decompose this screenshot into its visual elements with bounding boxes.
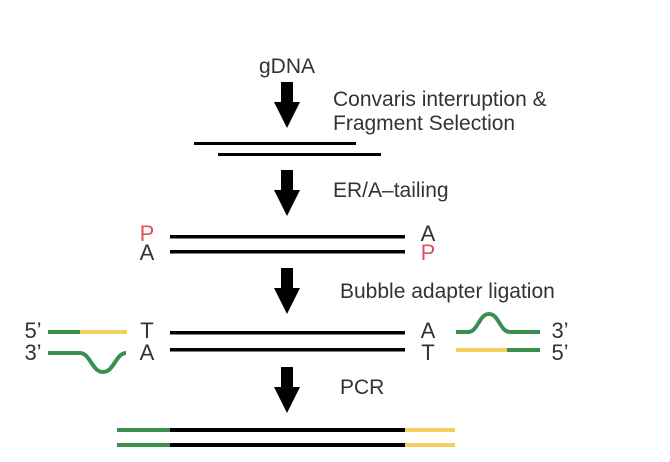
left-adapter-5prime-label: 5’ xyxy=(24,318,41,343)
phosphate-right-label: P xyxy=(421,240,436,265)
a-overhang-left-label: A xyxy=(140,240,155,265)
insert-top-strand xyxy=(170,331,405,335)
left-adapter-3prime-label: 3’ xyxy=(24,340,41,365)
ligation-left-a-base: A xyxy=(140,340,155,365)
ligation-right-t-base: T xyxy=(421,340,434,365)
gdna-label: gDNA xyxy=(259,55,315,78)
step-pcr-label: PCR xyxy=(340,376,384,399)
down-arrow-icon xyxy=(274,268,300,314)
step-fragmentation-label-line2: Fragment Selection xyxy=(333,112,515,135)
right-bubble-adapter xyxy=(456,311,540,352)
down-arrow-icon xyxy=(274,170,300,216)
dna-fragment-bottom-strand xyxy=(218,153,381,156)
step-fragmentation-label-line1: Convaris interruption & xyxy=(333,88,547,111)
step-atailing-label: ER/A–tailing xyxy=(333,179,449,202)
left-bubble-adapter xyxy=(48,330,127,375)
ligation-right-a-base: A xyxy=(421,318,436,343)
step-ligation-label: Bubble adapter ligation xyxy=(340,280,555,303)
right-adapter-5prime-label: 5’ xyxy=(551,340,568,365)
a-overhang-right-label: A xyxy=(421,221,436,246)
phosphate-left-label: P xyxy=(140,221,155,246)
atailed-top-strand xyxy=(170,235,405,239)
dna-fragment-top-strand xyxy=(194,142,356,145)
insert-bottom-strand xyxy=(170,348,405,352)
ligation-left-t-base: T xyxy=(140,318,153,343)
down-arrow-icon xyxy=(274,367,300,413)
down-arrow-icon xyxy=(274,82,300,128)
right-adapter-3prime-label: 3’ xyxy=(551,318,568,343)
pcr-product xyxy=(117,428,455,447)
atailed-bottom-strand xyxy=(170,250,405,254)
